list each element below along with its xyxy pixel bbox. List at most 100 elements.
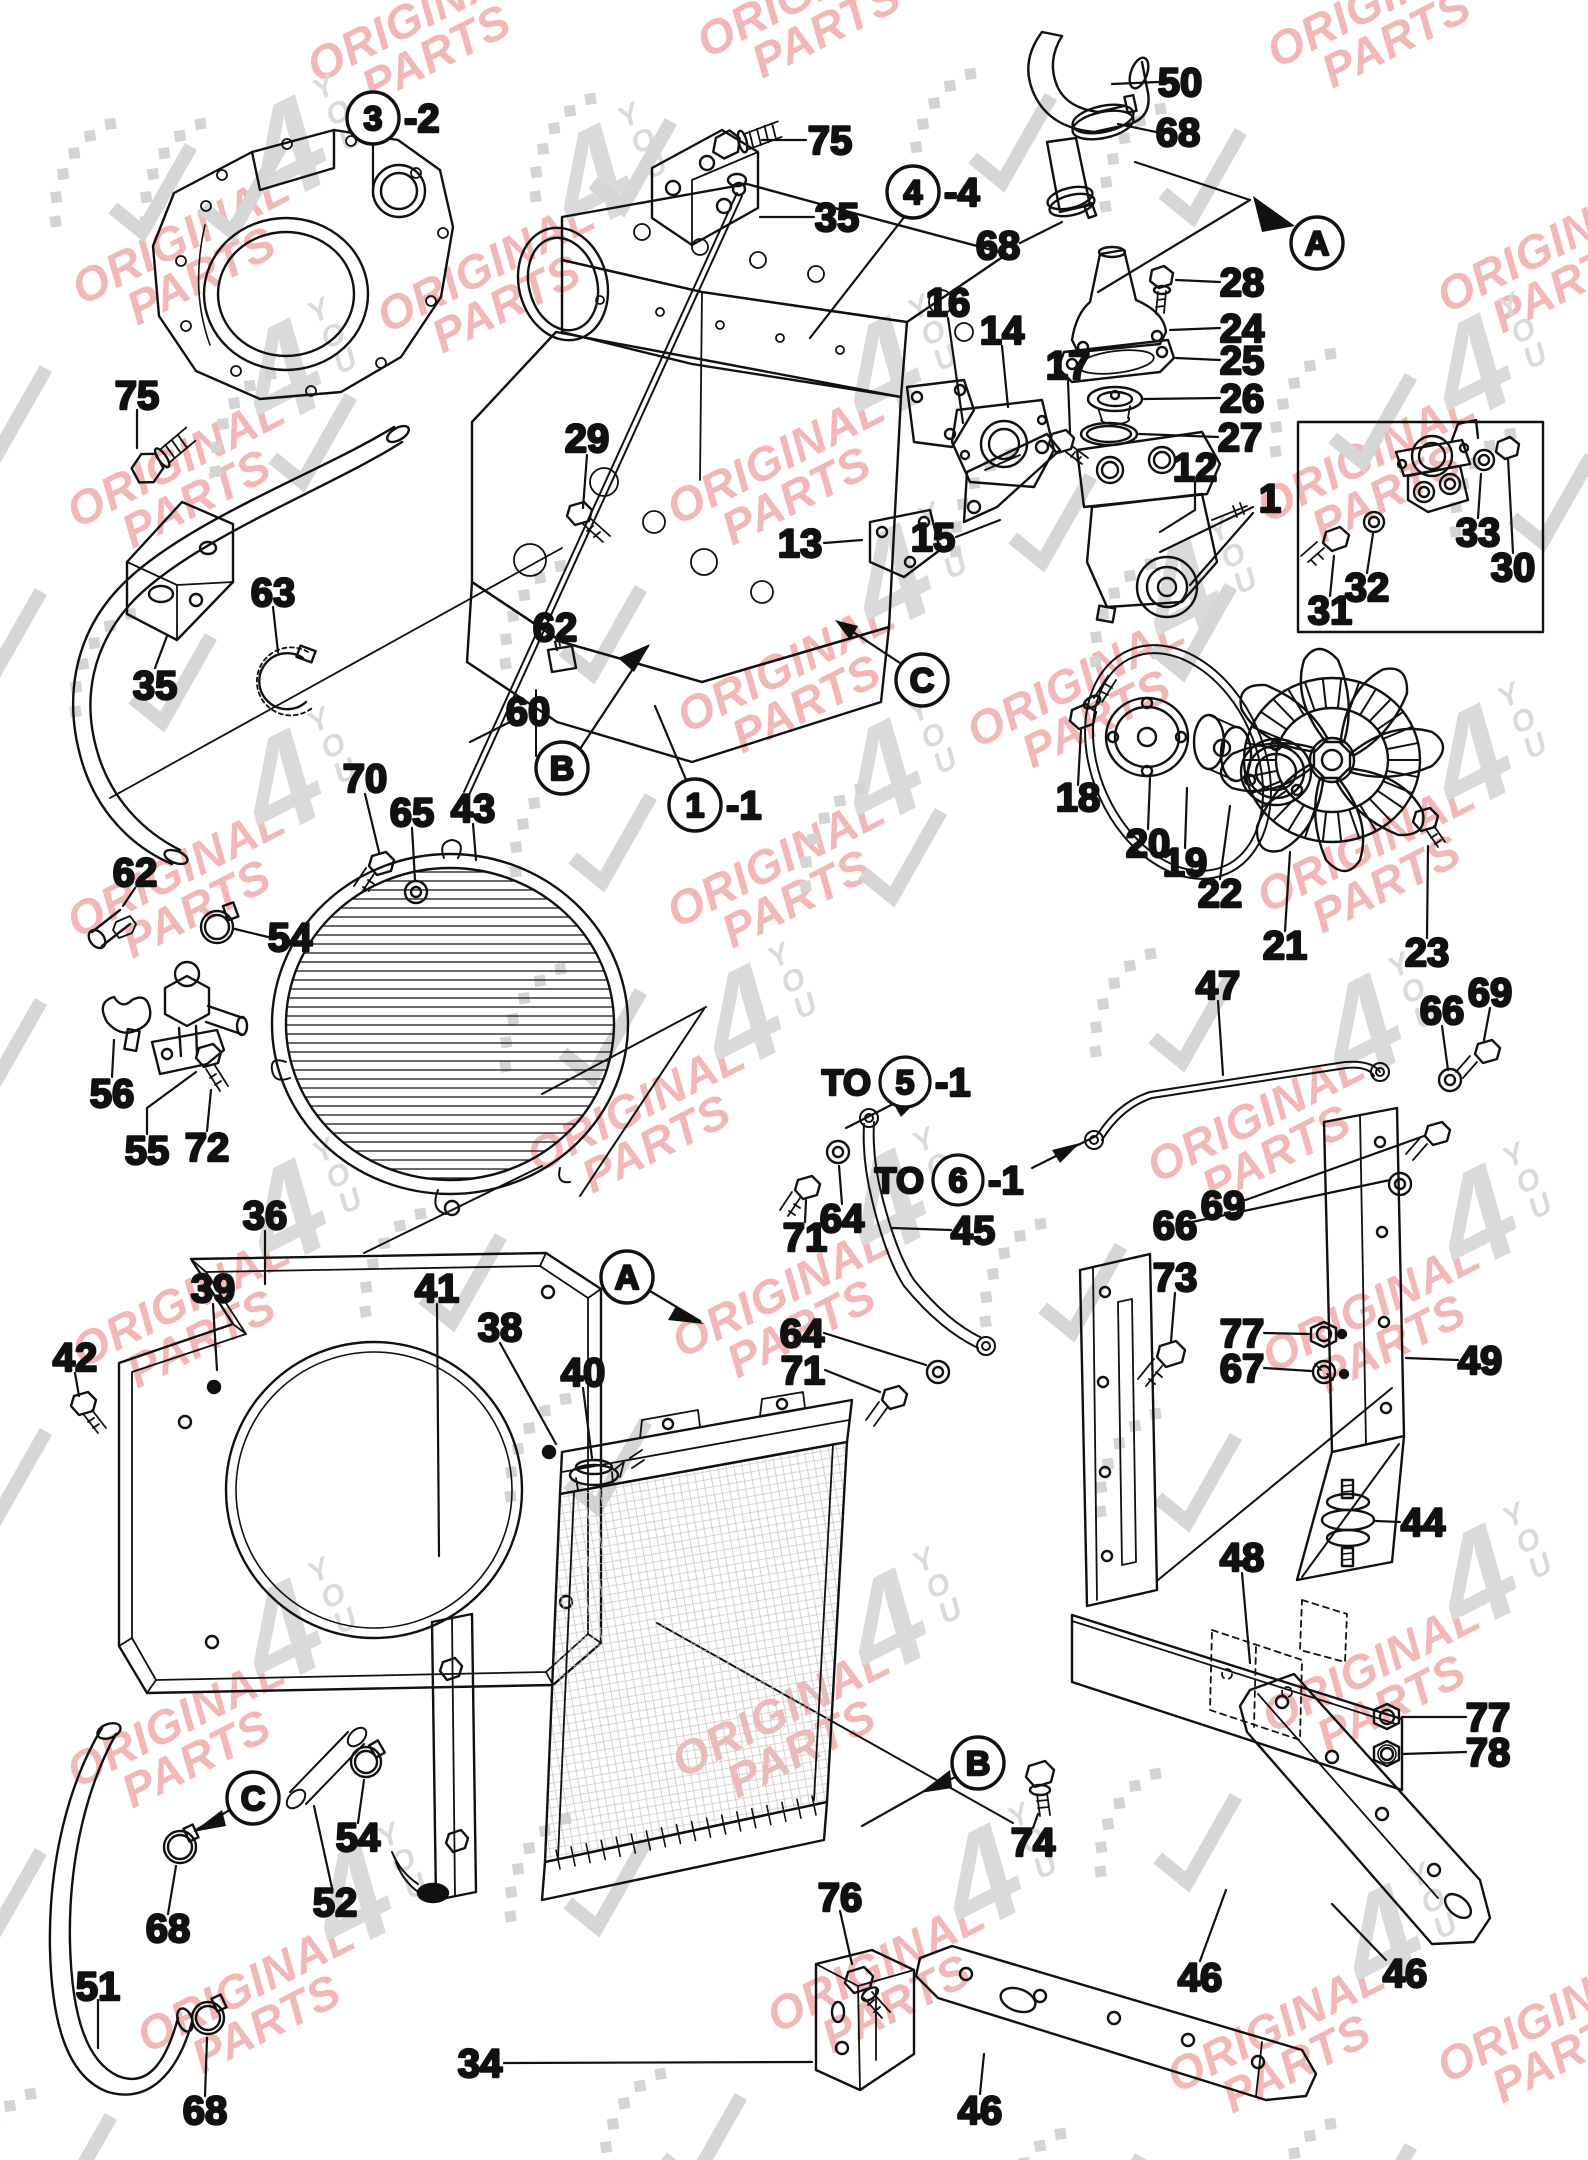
part-number-label: 39 (191, 1267, 236, 1311)
flywheel-housing (151, 128, 455, 401)
clamp-68-inlet (1045, 136, 1098, 220)
part-number-label: 77 (1220, 1312, 1265, 1356)
part-number-label: 64 (820, 1197, 865, 1241)
part-number-label: 41 (415, 1267, 460, 1311)
drain-group (87, 901, 249, 1092)
part-number-label: 54 (268, 916, 313, 960)
part-number-label: 68 (183, 2089, 228, 2133)
part-number-label: 52 (313, 1881, 358, 1925)
pipe-45 (859, 1108, 996, 1356)
thermostat-cover-24 (1070, 245, 1168, 354)
detail-box-1 (1296, 418, 1545, 634)
nut-77-washer-67 (1309, 1320, 1338, 1385)
fan-21 (1219, 647, 1445, 873)
bolt-73 (1137, 1339, 1187, 1387)
part-number-label: 71 (783, 1216, 828, 1260)
part-number-label: 54 (336, 1816, 381, 1860)
circled-ref: C (894, 652, 950, 708)
view-ref-arrows (193, 160, 1295, 1832)
svg-text:C: C (910, 662, 935, 700)
clamp-68-upper (1071, 93, 1138, 141)
part-number-label: 67 (1220, 1347, 1265, 1391)
part-number-label: 62 (113, 851, 158, 895)
water-pump-1-12 (1075, 430, 1248, 624)
stay-46-right (1238, 1672, 1492, 1946)
circled-ref: B (534, 740, 590, 796)
part-number-label: 72 (185, 1126, 230, 1170)
part-number-label: 69 (1201, 1184, 1246, 1228)
beam-48 (1070, 1599, 1404, 1792)
svg-text:-4: -4 (944, 171, 980, 215)
part-number-label: 46 (1383, 1952, 1428, 1996)
svg-text:TO: TO (822, 1062, 871, 1103)
svg-text:-1: -1 (988, 1159, 1024, 1203)
svg-text:-1: -1 (935, 1061, 971, 1105)
part-number-label: 31 (1308, 589, 1353, 633)
part-number-label: 60 (506, 690, 551, 734)
svg-text:-1: -1 (726, 784, 762, 828)
clamp-68-c (162, 1823, 200, 1865)
hose-60 (71, 424, 411, 866)
part-number-label: 65 (390, 791, 435, 835)
bolt-76 (843, 1965, 891, 2019)
circled-ref: A (599, 1249, 655, 1305)
bolt-42 (69, 1390, 107, 1434)
circled-ref: 1 -1 (667, 777, 763, 833)
side-member (391, 1612, 478, 1904)
part-number-label: 35 (815, 196, 860, 240)
bracket-35-top (650, 128, 760, 247)
engine-assembly (463, 181, 1009, 796)
part-number-label: 45 (951, 1209, 996, 1253)
bolt-23 (1411, 806, 1446, 848)
hub-20 (1104, 696, 1190, 778)
rod-47 (1084, 1060, 1390, 1150)
pulley-22 (1239, 737, 1313, 807)
bolt-74 (1024, 1759, 1056, 1817)
part-number-label: 27 (1218, 416, 1263, 460)
bracket-34 (814, 1948, 916, 2092)
svg-text:A: A (615, 1259, 640, 1297)
part-number-label: 23 (1405, 931, 1450, 975)
bolt-75-top (712, 120, 783, 160)
part-number-label: 25 (1220, 339, 1265, 383)
assembly-axis (109, 547, 563, 799)
svg-text:1: 1 (686, 787, 705, 825)
circled-ref: 3-2 (345, 90, 441, 146)
part-number-label: 36 (243, 1194, 288, 1238)
part-number-label: 22 (1198, 872, 1243, 916)
svg-text:4: 4 (904, 174, 923, 212)
part-number-label: 68 (976, 224, 1021, 268)
bolt-29 (565, 500, 611, 543)
part-number-label: 46 (958, 2089, 1003, 2133)
svg-text:6: 6 (949, 1162, 968, 1200)
part-number-label: 14 (980, 309, 1025, 353)
part-number-label: 13 (778, 522, 823, 566)
svg-text:A: A (1305, 225, 1330, 263)
hose-51 (48, 1722, 194, 2096)
bracket-15 (962, 432, 1062, 524)
circled-ref: B (950, 1735, 1006, 1791)
part-number-label: 35 (133, 664, 178, 708)
part-number-label: 34 (458, 2042, 503, 2086)
part-number-label: 16 (926, 281, 971, 325)
fan-guard-43 (270, 839, 630, 1217)
bolt-17 (1047, 428, 1089, 465)
bolt-28 (1148, 264, 1175, 315)
part-number-label: 48 (1220, 1536, 1265, 1580)
bolt-18 (1068, 675, 1117, 731)
part-number-label: 50 (1158, 61, 1203, 105)
part-number-label: 71 (781, 1349, 826, 1393)
part-number-label: 75 (808, 119, 853, 163)
part-number-label: 43 (451, 787, 496, 831)
part-number-label: 30 (1491, 546, 1536, 590)
clamp-68-d (190, 1993, 228, 2036)
bracket-35-left (125, 500, 235, 642)
circled-ref: A (1289, 215, 1345, 271)
part-number-label: 33 (1456, 511, 1501, 555)
part-number-label: 17 (1046, 344, 1091, 388)
circled-ref: C (225, 1770, 281, 1826)
